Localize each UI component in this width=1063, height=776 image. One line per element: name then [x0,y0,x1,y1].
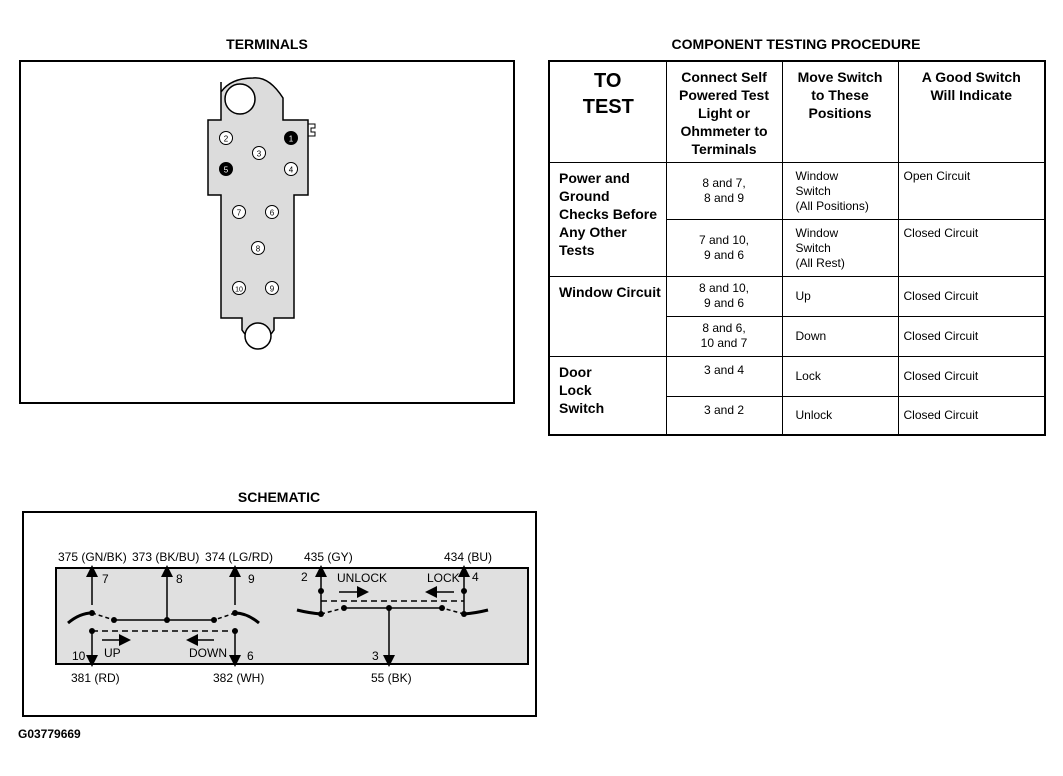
unlock-label: UNLOCK [337,571,387,585]
table-row: Power and Ground Checks Before Any Other… [548,161,1046,277]
lock-contact-dots [318,588,467,617]
wire-label-55: 55 (BK) [371,671,412,685]
key-notch [308,123,316,137]
pin-label-4: 4 [472,570,479,584]
window-contact-dots [89,610,238,634]
position-cell: Window Switch (All Positions) [781,161,899,220]
schematic-title: SCHEMATIC [237,489,321,505]
up-label: UP [104,646,121,660]
pin-label-2: 2 [301,570,308,584]
svg-text:1: 1 [289,135,294,144]
pin-3: 3 [252,146,266,160]
position-cell: Window Switch (All Rest) [781,218,899,277]
mounting-hole-top [224,83,256,115]
position-cell: Lock [781,355,899,397]
schematic-drawing: 375 (GN/BK) 373 (BK/BU) 374 (LG/RD) 435 … [55,550,529,685]
table-row: 3 and 2 Unlock Closed Circuit [549,395,1046,436]
position-cell: Up [781,275,899,317]
pin-5: 5 [219,162,233,176]
svg-text:5: 5 [224,166,229,175]
header-indicate: A Good Switch Will Indicate [897,60,1046,163]
wire-label-375: 375 (GN/BK) [58,550,127,564]
pin-10: 10 [232,281,246,295]
svg-text:2: 2 [224,135,229,144]
header-connect: Connect Self Powered Test Light or Ohmme… [665,60,783,163]
connector-drawing: 1 2 3 4 5 6 7 8 9 10 [207,77,316,350]
group-door-lock: Door Lock Switch [548,355,667,436]
table-header-row: TO TEST Connect Self Powered Test Light … [548,60,1046,163]
pin-2: 2 [219,131,233,145]
pin-4: 4 [284,162,298,176]
pin-8: 8 [251,241,265,255]
result-cell: Closed Circuit [897,315,1046,357]
table-row: Door Lock Switch 3 and 4 Lock Closed Cir… [548,355,1046,436]
terminals-cell: 7 and 10, 9 and 6 [665,218,783,277]
pin-label-7: 7 [102,572,109,586]
result-cell: Closed Circuit [897,395,1046,436]
svg-text:8: 8 [256,245,261,254]
pin-9: 9 [265,281,279,295]
pin-label-8: 8 [176,572,183,586]
position-cell: Down [781,315,899,357]
terminals-title: TERMINALS [226,36,308,52]
wire-label-374: 374 (LG/RD) [205,550,273,564]
terminals-cell: 3 and 2 [665,395,783,436]
pin-1: 1 [284,131,298,145]
header-to-test: TO TEST [548,60,667,163]
svg-text:3: 3 [257,150,262,159]
wire-label-434: 434 (BU) [444,550,492,564]
svg-text:9: 9 [270,285,275,294]
pin-label-9: 9 [248,572,255,586]
result-cell: Open Circuit [897,161,1046,220]
terminals-cell: 8 and 7, 8 and 9 [665,161,783,220]
schematic-panel: 375 (GN/BK) 373 (BK/BU) 374 (LG/RD) 435 … [22,511,537,717]
wire-label-382: 382 (WH) [213,671,264,685]
pin-label-3: 3 [372,649,379,663]
result-cell: Closed Circuit [897,275,1046,317]
wire-label-373: 373 (BK/BU) [132,550,199,564]
pin-label-6: 6 [247,649,254,663]
procedure-title: COMPONENT TESTING PROCEDURE [671,36,921,52]
result-cell: Closed Circuit [897,218,1046,277]
terminals-cell: 8 and 10, 9 and 6 [665,275,783,317]
terminals-cell: 3 and 4 [665,355,783,397]
down-label: DOWN [189,646,227,660]
pin-6: 6 [265,205,279,219]
header-move: Move Switch to These Positions [781,60,899,163]
connector-body [207,77,309,343]
wire-label-435: 435 (GY) [304,550,353,564]
procedure-table: TO TEST Connect Self Powered Test Light … [548,60,1046,436]
svg-text:6: 6 [270,209,275,218]
terminals-cell: 8 and 6, 10 and 7 [665,315,783,357]
group-window-circuit: Window Circuit [548,275,667,357]
table-row: 7 and 10, 9 and 6 Window Switch (All Res… [549,218,1046,277]
switch-body [55,567,529,665]
terminals-panel: 1 2 3 4 5 6 7 8 9 10 [19,60,515,404]
svg-text:7: 7 [237,209,242,218]
result-cell: Closed Circuit [897,355,1046,397]
lock-label: LOCK [427,571,460,585]
figure-code: G03779669 [18,727,81,741]
svg-text:4: 4 [289,166,294,175]
wire-label-381: 381 (RD) [71,671,120,685]
pin-label-10: 10 [72,649,86,663]
svg-text:10: 10 [235,287,243,294]
table-row: Window Circuit 8 and 10, 9 and 6 Up Clos… [548,275,1046,357]
group-power-ground: Power and Ground Checks Before Any Other… [548,161,667,277]
pin-7: 7 [232,205,246,219]
position-cell: Unlock [781,395,899,436]
mounting-hole-bottom [244,322,272,350]
